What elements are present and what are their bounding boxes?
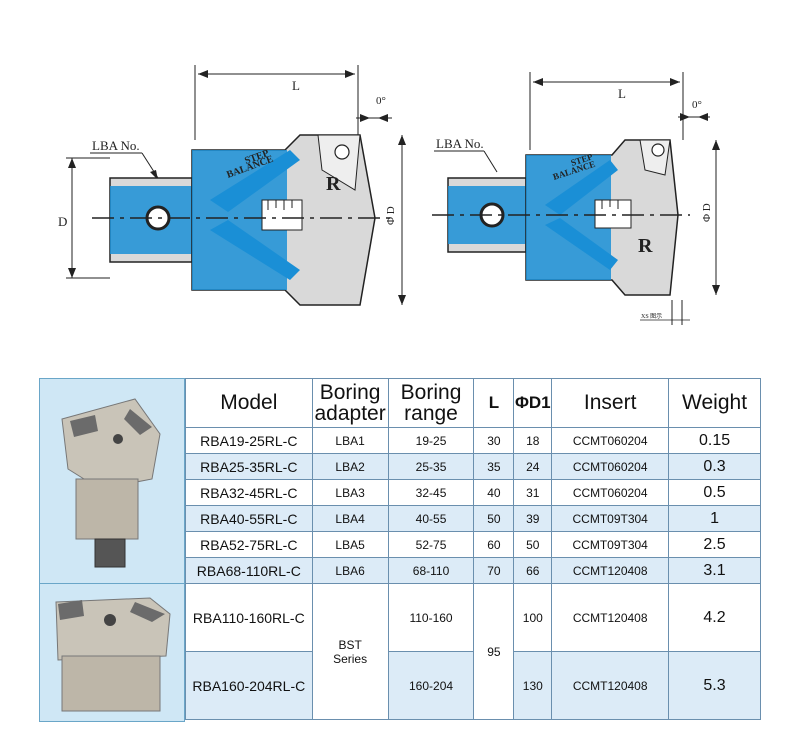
- cell-model: RBA25-35RL-C: [185, 453, 313, 480]
- cell-insert: CCMT120408: [551, 557, 670, 584]
- lba-label: LBA No.: [92, 138, 140, 153]
- diameter-label-left: D: [58, 214, 67, 229]
- cell-range: 52-75: [387, 531, 475, 558]
- series-label: Series: [333, 651, 368, 666]
- cell-weight: 3.1: [668, 557, 761, 584]
- cell-d1: 24: [513, 453, 553, 480]
- diameter-label-right: Φ D: [701, 203, 713, 222]
- cell-insert: CCMT09T304: [551, 531, 670, 558]
- header-l: L: [473, 378, 515, 428]
- cell-model: RBA52-75RL-C: [185, 531, 313, 558]
- cell-range: 160-204: [387, 651, 475, 720]
- length-label-small: L: [618, 86, 626, 101]
- bst-label: BST: [338, 637, 362, 652]
- cell-d1: 50: [513, 531, 553, 558]
- product-photo-large: [39, 583, 185, 722]
- cell-insert: CCMT060204: [551, 479, 670, 506]
- angle-label: 0°: [376, 95, 386, 107]
- cell-d1: 100: [513, 583, 553, 652]
- header-model: Model: [185, 378, 313, 428]
- table-row: RBA110-160RL-C BST Series 110-160 95 100…: [185, 583, 761, 720]
- cell-weight: 0.15: [668, 427, 761, 454]
- cell-range: 110-160: [387, 583, 475, 652]
- cell-d1: 130: [513, 651, 553, 720]
- cell-l: 60: [473, 531, 515, 558]
- cell-range: 32-45: [387, 479, 475, 506]
- cell-model: RBA32-45RL-C: [185, 479, 313, 506]
- cell-d1: 66: [513, 557, 553, 584]
- cell-weight: 4.2: [668, 583, 761, 652]
- cell-d1: 39: [513, 505, 553, 532]
- boring-head-drawing-small: L 0° LBA No. R STEP BALANCE Φ D XS 图示: [432, 72, 720, 325]
- cell-l: 40: [473, 479, 515, 506]
- header-weight: Weight: [668, 378, 761, 428]
- cell-adapter: LBA6: [311, 557, 389, 584]
- cell-range: 68-110: [387, 557, 475, 584]
- table-row: RBA40-55RL-C LBA4 40-55 50 39 CCMT09T304…: [185, 505, 761, 532]
- lba-label-small: LBA No.: [436, 136, 484, 151]
- cell-adapter: LBA1: [311, 427, 389, 454]
- cell-model: RBA160-204RL-C: [185, 651, 313, 720]
- cell-weight: 5.3: [668, 651, 761, 720]
- cell-adapter: LBA4: [311, 505, 389, 532]
- cell-insert: CCMT060204: [551, 453, 670, 480]
- cell-l: 50: [473, 505, 515, 532]
- cell-l: 35: [473, 453, 515, 480]
- cell-adapter: LBA3: [311, 479, 389, 506]
- table-row: RBA160-204RL-C 160-204 130 CCMT120408 5.…: [185, 651, 761, 720]
- cell-l: 70: [473, 557, 515, 584]
- cell-weight: 1: [668, 505, 761, 532]
- cell-insert: CCMT09T304: [551, 505, 670, 532]
- cell-insert: CCMT060204: [551, 427, 670, 454]
- cell-d1: 18: [513, 427, 553, 454]
- cell-range: 19-25: [387, 427, 475, 454]
- length-label: L: [292, 78, 300, 93]
- r-mark-right: R: [638, 235, 653, 257]
- table-row: RBA25-35RL-C LBA2 25-35 35 24 CCMT060204…: [185, 453, 761, 480]
- cell-weight: 2.5: [668, 531, 761, 558]
- table-row: RBA68-110RL-C LBA6 68-110 70 66 CCMT1204…: [185, 557, 761, 584]
- diameter-label-right-left-tool: Φ D: [385, 206, 397, 225]
- product-photo-small: [39, 378, 185, 584]
- cell-range: 40-55: [387, 505, 475, 532]
- cell-adapter: LBA2: [311, 453, 389, 480]
- header-d1: ΦD1: [513, 378, 553, 428]
- cell-adapter: LBA5: [311, 531, 389, 558]
- cell-shared-l: 95: [473, 583, 515, 720]
- table-row: RBA52-75RL-C LBA5 52-75 60 50 CCMT09T304…: [185, 531, 761, 558]
- cell-model: RBA19-25RL-C: [185, 427, 313, 454]
- cell-d1: 31: [513, 479, 553, 506]
- cell-l: 30: [473, 427, 515, 454]
- cell-model: RBA68-110RL-C: [185, 557, 313, 584]
- angle-label-small: 0°: [692, 99, 702, 111]
- cell-weight: 0.3: [668, 453, 761, 480]
- cell-model: RBA40-55RL-C: [185, 505, 313, 532]
- table-row: RBA19-25RL-C LBA1 19-25 30 18 CCMT060204…: [185, 427, 761, 454]
- cell-model: RBA110-160RL-C: [185, 583, 313, 652]
- small-note: XS 图示: [641, 313, 662, 320]
- cell-range: 25-35: [387, 453, 475, 480]
- cell-insert: CCMT120408: [551, 651, 670, 720]
- r-mark-left: R: [326, 173, 341, 195]
- table-row: RBA32-45RL-C LBA3 32-45 40 31 CCMT060204…: [185, 479, 761, 506]
- cell-bst-series: BST Series: [311, 583, 389, 720]
- header-insert: Insert: [551, 378, 670, 428]
- cell-insert: CCMT120408: [551, 583, 670, 652]
- boring-head-drawing-large: L 0° LBA No. D R: [58, 65, 406, 306]
- technical-drawing: L 0° LBA No. D R: [58, 65, 720, 325]
- cell-weight: 0.5: [668, 479, 761, 506]
